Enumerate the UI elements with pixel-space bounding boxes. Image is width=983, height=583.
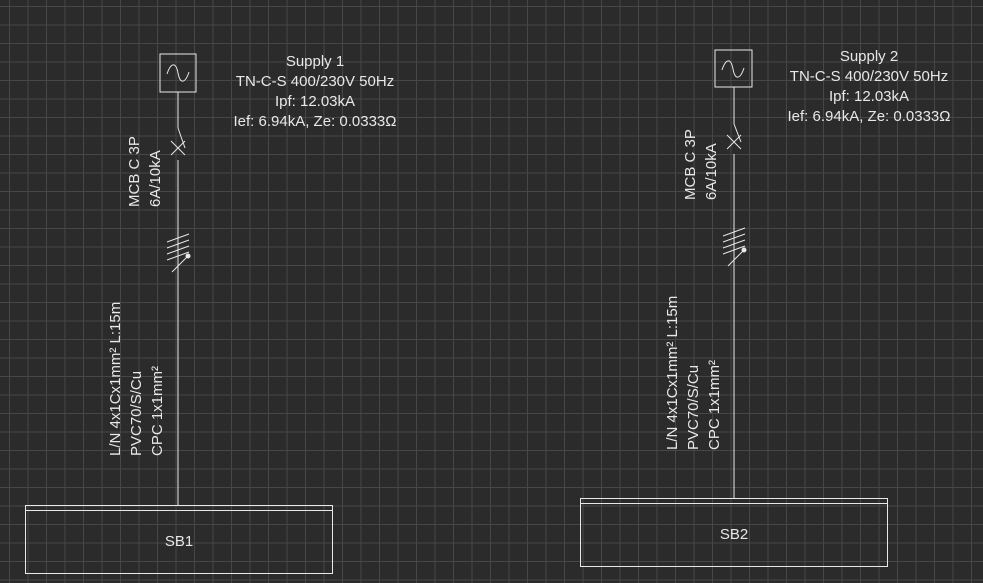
breaker-2-label: MCB C 3P 6A/10kA <box>680 129 722 200</box>
board-sb1-busbar <box>26 510 332 511</box>
mcb-cross-icon[interactable] <box>726 123 742 150</box>
supply-system: TN-C-S 400/230V 50Hz <box>235 73 395 90</box>
breaker-type: MCB C 3P <box>126 136 143 207</box>
board-sb2[interactable]: SB2 <box>580 498 888 567</box>
three-phase-ticks-icon <box>166 233 191 273</box>
cable-conductors: L/N 4x1Cx1mm² L:15m <box>107 301 124 456</box>
cable-cpc: CPC 1x1mm² <box>149 365 166 456</box>
supply-1-info: Supply 1 TN-C-S 400/230V 50Hz Ipf: 12.03… <box>212 52 418 132</box>
supply-ief: Ief: 6.94kA, Ze: 0.0333Ω <box>233 113 397 130</box>
cable-insulation: PVC70/S/Cu <box>685 364 702 450</box>
breaker-1-label: MCB C 3P 6A/10kA <box>124 136 166 207</box>
three-phase-ticks-icon <box>722 227 747 267</box>
board-name: SB1 <box>164 533 194 550</box>
breaker-rating: 6A/10kA <box>147 150 164 207</box>
ac-source-icon[interactable] <box>714 49 753 88</box>
board-sb1[interactable]: SB1 <box>25 505 333 574</box>
ac-source-icon[interactable] <box>159 53 197 93</box>
cable-2-label: L/N 4x1Cx1mm² L:15m PVC70/S/Cu CPC 1x1mm… <box>662 296 725 450</box>
supply-name: Supply 2 <box>839 48 899 65</box>
supply-name: Supply 1 <box>285 53 345 70</box>
breaker-type: MCB C 3P <box>682 129 699 200</box>
circuit-1-graphics <box>159 53 197 505</box>
breaker-rating: 6A/10kA <box>703 143 720 200</box>
supply-ipf: Ipf: 12.03kA <box>828 88 910 105</box>
supply-system: TN-C-S 400/230V 50Hz <box>789 68 949 85</box>
board-name: SB2 <box>719 526 749 543</box>
supply-ipf: Ipf: 12.03kA <box>274 93 356 110</box>
cable-insulation: PVC70/S/Cu <box>128 370 145 456</box>
supply-2-info: Supply 2 TN-C-S 400/230V 50Hz Ipf: 12.03… <box>766 47 972 127</box>
cable-conductors: L/N 4x1Cx1mm² L:15m <box>664 295 681 450</box>
cable-cpc: CPC 1x1mm² <box>706 359 723 450</box>
cable-1-label: L/N 4x1Cx1mm² L:15m PVC70/S/Cu CPC 1x1mm… <box>105 302 168 456</box>
board-sb2-busbar <box>581 503 887 504</box>
supply-ief: Ief: 6.94kA, Ze: 0.0333Ω <box>787 108 951 125</box>
mcb-cross-icon[interactable] <box>170 127 186 156</box>
circuit-2-graphics <box>714 49 753 498</box>
